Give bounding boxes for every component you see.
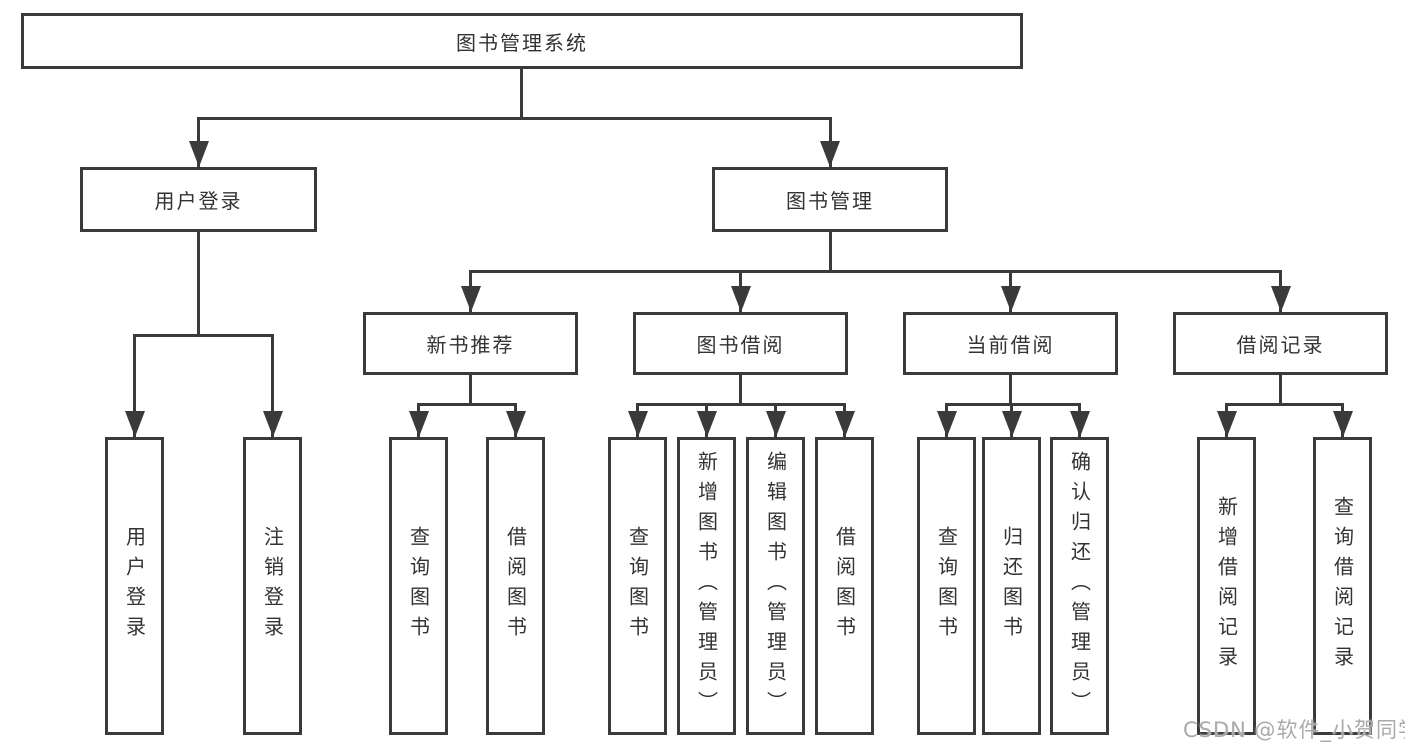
leaf-query-books-2: 查询图书 — [608, 437, 667, 735]
leaf-borrow-books-1: 借阅图书 — [486, 437, 545, 735]
node-user-login-label: 用户登录 — [154, 189, 243, 213]
connector-line — [133, 334, 136, 437]
node-root: 图书管理系统 — [21, 13, 1023, 69]
leaf-query-borrow-record-label: 查询借阅记录 — [1330, 496, 1355, 676]
leaf-query-books-1-label: 查询图书 — [406, 526, 431, 646]
node-book-management: 图书管理 — [712, 167, 948, 232]
connector-line — [469, 375, 472, 406]
node-borrowing-records: 借阅记录 — [1173, 312, 1388, 375]
leaf-add-borrow-record: 新增借阅记录 — [1197, 437, 1256, 735]
node-book-borrowing: 图书借阅 — [633, 312, 848, 375]
connector-line — [739, 375, 742, 406]
connector-line — [197, 232, 200, 337]
node-root-label: 图书管理系统 — [456, 30, 588, 55]
leaf-user-login-label: 用户登录 — [122, 526, 147, 646]
node-borrowing-records-label: 借阅记录 — [1236, 333, 1325, 357]
arrow-down-icon — [1332, 411, 1353, 437]
leaf-logout: 注销登录 — [243, 437, 302, 735]
connector-line — [1225, 403, 1344, 406]
node-current-borrowing-label: 当前借阅 — [966, 333, 1055, 357]
arrow-down-icon — [765, 411, 786, 437]
leaf-borrow-books-1-label: 借阅图书 — [503, 526, 528, 646]
leaf-return-books-label: 归还图书 — [999, 526, 1024, 646]
arrow-down-icon — [936, 411, 957, 437]
leaf-user-login: 用户登录 — [105, 437, 164, 735]
connector-line — [133, 334, 274, 337]
arrow-down-icon — [627, 411, 648, 437]
connector-line — [469, 270, 1282, 273]
arrow-down-icon — [696, 411, 717, 437]
node-book-management-label: 图书管理 — [786, 189, 874, 213]
arrow-down-icon — [188, 141, 209, 167]
arrow-down-icon — [505, 411, 526, 437]
watermark: CSDN @软件_小贺同学 — [1183, 718, 1405, 742]
connector-line — [828, 232, 832, 273]
connector-line — [417, 403, 517, 406]
node-current-borrowing: 当前借阅 — [903, 312, 1118, 375]
connector-line — [945, 403, 1081, 406]
leaf-query-books-3-label: 查询图书 — [934, 526, 959, 646]
leaf-add-borrow-record-label: 新增借阅记录 — [1214, 496, 1239, 676]
arrow-down-icon — [1216, 411, 1237, 437]
arrow-down-icon — [1001, 411, 1022, 437]
connector-line — [197, 117, 832, 120]
leaf-query-books-2-label: 查询图书 — [625, 526, 650, 646]
leaf-confirm-return-admin-label: 确认归还（管理员） — [1067, 451, 1092, 721]
arrow-down-icon — [1000, 286, 1021, 312]
leaf-query-books-3: 查询图书 — [917, 437, 976, 735]
connector-line — [520, 69, 523, 120]
leaf-edit-books-admin: 编辑图书（管理员） — [746, 437, 805, 735]
arrow-down-icon — [730, 286, 751, 312]
arrow-down-icon — [1069, 411, 1090, 437]
leaf-return-books: 归还图书 — [982, 437, 1041, 735]
leaf-confirm-return-admin: 确认归还（管理员） — [1050, 437, 1109, 735]
arrow-down-icon — [834, 411, 855, 437]
leaf-borrow-books-2-label: 借阅图书 — [832, 526, 857, 646]
leaf-query-books-1: 查询图书 — [389, 437, 448, 735]
connector-line — [271, 334, 274, 437]
node-book-borrowing-label: 图书借阅 — [696, 333, 785, 357]
leaf-borrow-books-2: 借阅图书 — [815, 437, 874, 735]
leaf-logout-label: 注销登录 — [260, 526, 285, 646]
arrow-down-icon — [460, 286, 481, 312]
arrow-down-icon — [1270, 286, 1291, 312]
leaf-edit-books-admin-label: 编辑图书（管理员） — [763, 451, 788, 721]
arrow-down-icon — [408, 411, 429, 437]
leaf-add-books-admin-label: 新增图书（管理员） — [694, 451, 719, 721]
connector-line — [1009, 375, 1012, 406]
connector-line — [1279, 375, 1282, 406]
leaf-add-books-admin: 新增图书（管理员） — [677, 437, 736, 735]
arrow-down-icon — [124, 411, 145, 437]
leaf-query-borrow-record: 查询借阅记录 — [1313, 437, 1372, 735]
arrow-down-icon — [262, 411, 283, 437]
connector-line — [636, 403, 846, 406]
node-new-book-recommend-label: 新书推荐 — [426, 333, 515, 357]
arrow-down-icon — [820, 141, 840, 167]
node-new-book-recommend: 新书推荐 — [363, 312, 578, 375]
node-user-login: 用户登录 — [80, 167, 317, 232]
